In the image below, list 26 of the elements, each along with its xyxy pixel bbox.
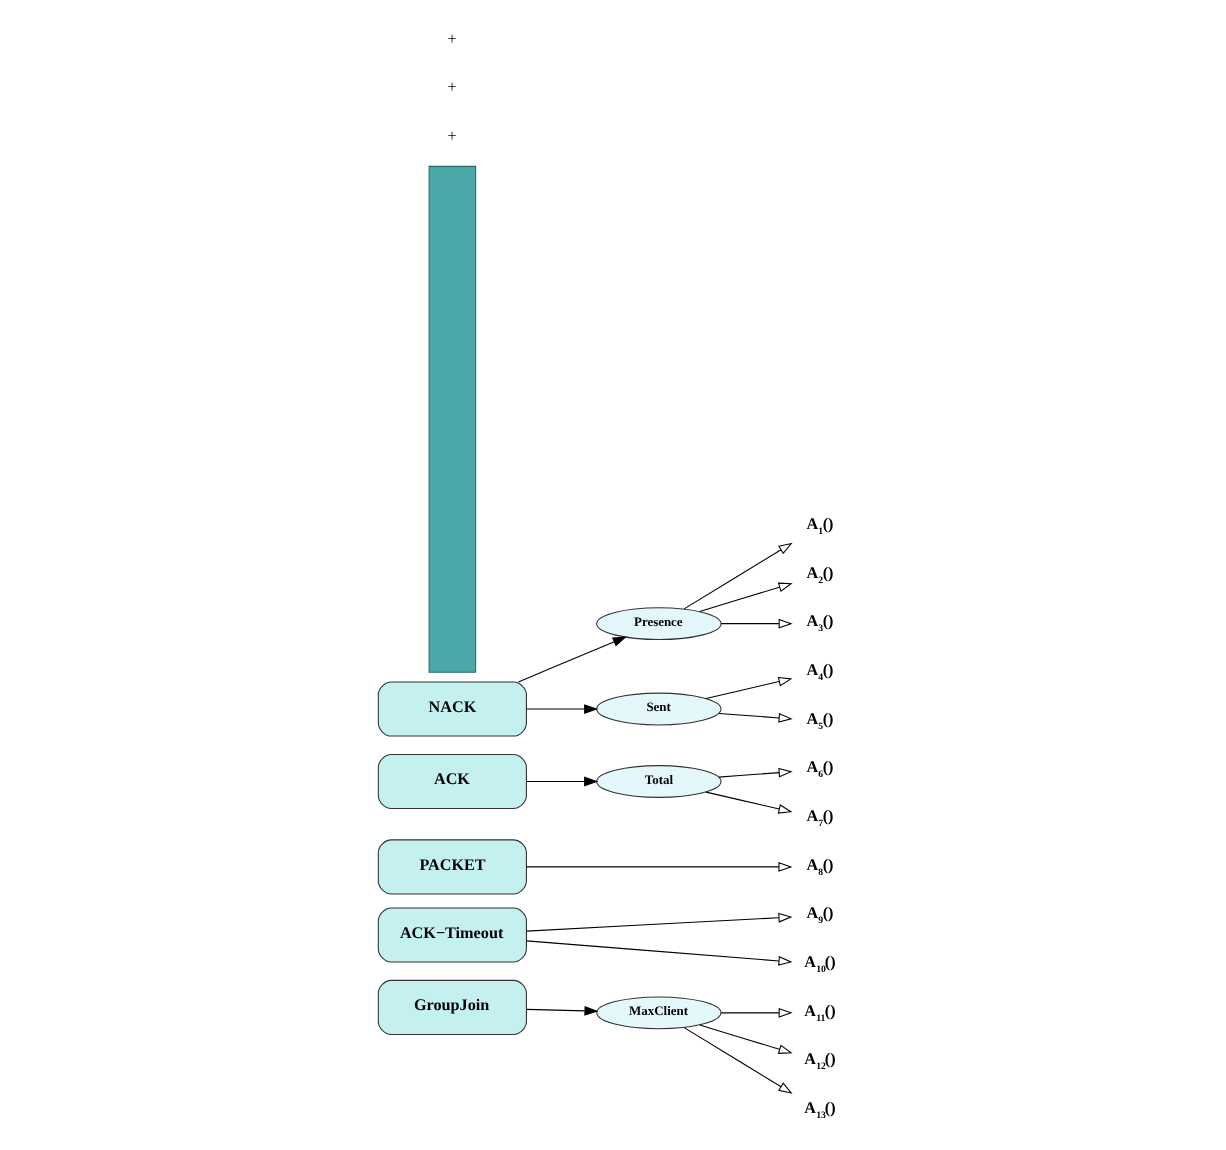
arrow xyxy=(525,940,792,966)
arrow xyxy=(682,1027,792,1094)
arrow xyxy=(717,712,792,723)
arrow xyxy=(704,676,792,699)
arrow xyxy=(525,912,792,932)
node-box: ACK xyxy=(376,753,526,810)
arrow xyxy=(698,1024,792,1054)
arrow xyxy=(525,704,598,714)
label: + xyxy=(446,78,456,97)
arrow xyxy=(525,861,792,872)
node-box: GroupJoin xyxy=(376,979,526,1035)
arrow xyxy=(525,776,598,787)
arrow xyxy=(717,767,792,778)
arrow xyxy=(719,1007,792,1018)
label: + xyxy=(446,126,456,145)
arrow xyxy=(698,582,792,613)
arrow xyxy=(682,542,792,610)
node-box: PACKET xyxy=(376,839,526,895)
node-box: ACK−Timeout xyxy=(376,907,526,963)
arrow xyxy=(704,791,792,814)
arrow xyxy=(525,1005,598,1016)
node-box: NACK xyxy=(376,681,526,737)
arrow xyxy=(719,618,792,629)
arrow xyxy=(516,636,626,683)
node-bar xyxy=(427,165,476,673)
label: + xyxy=(446,29,456,48)
